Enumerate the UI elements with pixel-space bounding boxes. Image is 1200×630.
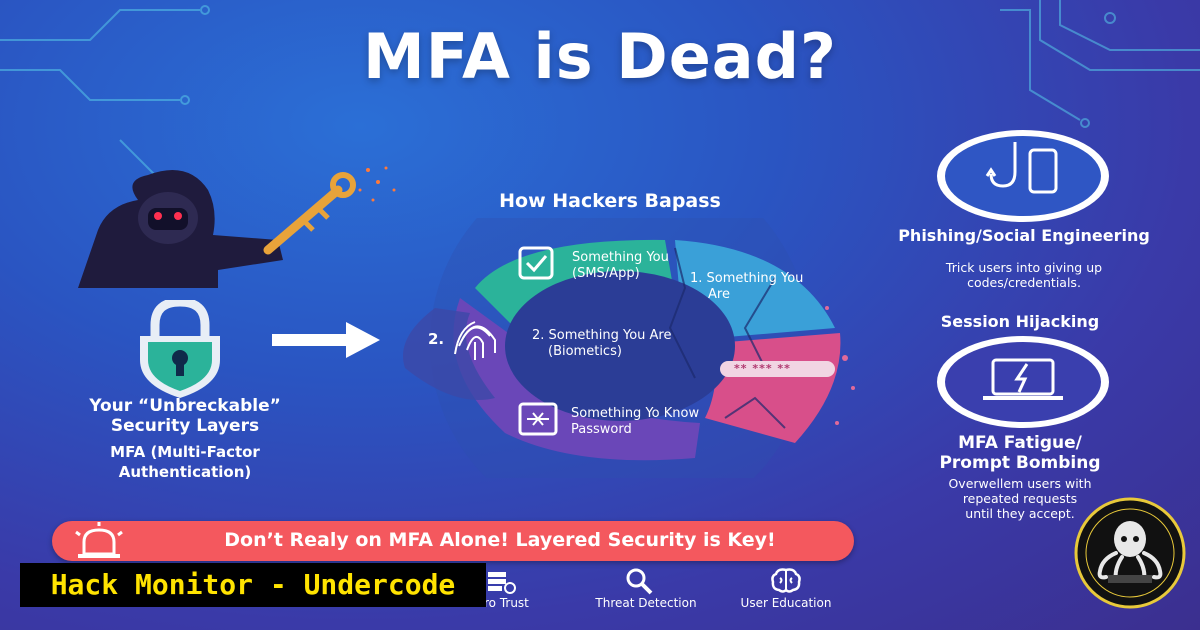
segment-number-left: 2. [428, 330, 445, 348]
warning-banner-text: Don’t Realy on MFA Alone! Layered Securi… [224, 529, 776, 551]
footer-user-education-label: User Education [740, 596, 832, 610]
masked-password: ** *** ** [734, 362, 791, 375]
laptop-bolt-icon [937, 336, 1109, 428]
footer-threat-detection-label: Threat Detection [595, 596, 697, 610]
mfa-fatigue-description: Overwellem users with repeated requests … [900, 476, 1140, 521]
mfa-fatigue-title: MFA Fatigue/ Prompt Bombing [890, 433, 1150, 473]
arrow-right-icon [272, 322, 380, 358]
segment-middle-label: 2. Something You Are (Biometics) [532, 328, 671, 360]
mfa-fatigue-desc-line-2: repeated requests [962, 491, 1078, 506]
segment-bottom-line-1: Something Yo Know [571, 406, 700, 421]
mfa-fatigue-title-line-1: MFA Fatigue/ [958, 433, 1082, 453]
alarm-siren-icon [75, 522, 123, 558]
mfa-fatigue-title-line-2: Prompt Bombing [939, 453, 1101, 473]
left-line-4: Authentication) [118, 463, 252, 481]
center-heading: How Hackers Bapass [499, 190, 721, 212]
mfa-fatigue-desc-line-3: until they accept. [965, 506, 1075, 521]
phishing-description: Trick users into giving up codes/credent… [882, 260, 1166, 290]
pink-segment [705, 333, 841, 443]
left-line-1: Your “Unbreckable” [89, 396, 281, 416]
phishing-hook-icon [937, 130, 1109, 222]
segment-top-line-1: Something You [572, 250, 669, 265]
segment-right-line-1: 1. Something You [690, 271, 804, 286]
segment-middle-line-1: 2. Something You Are [532, 328, 672, 343]
fingerprint-icon [454, 321, 496, 360]
watermark-label: Hack Monitor - Undercode [20, 563, 486, 607]
segment-right-label: 1. Something You Are [690, 271, 803, 303]
left-caption: Your “Unbreckable” Security Layers MFA (… [60, 396, 310, 482]
page-title: MFA is Dead? [363, 20, 837, 93]
warning-banner [52, 521, 854, 561]
mfa-donut-diagram [403, 218, 855, 478]
hooded-hacker-icon [78, 166, 396, 288]
phishing-desc-line-2: codes/credentials. [967, 275, 1081, 290]
segment-middle-line-2: (Biometics) [548, 344, 622, 359]
magnifier-icon [626, 568, 653, 595]
phishing-desc-line-1: Trick users into giving up [945, 260, 1103, 275]
segment-bottom-line-2: Password [571, 422, 632, 437]
segment-right-line-2: Are [708, 287, 730, 302]
mfa-fatigue-desc-line-1: Overwellem users with [948, 476, 1092, 491]
segment-top-label: Something You (SMS/App) [572, 250, 669, 282]
password-icon [518, 402, 558, 436]
segment-top-line-2: (SMS/App) [572, 266, 640, 281]
session-hijacking-title: Session Hijacking [940, 312, 1100, 331]
brain-icon [771, 568, 801, 593]
octopus-logo-icon [1074, 497, 1186, 609]
phone-check-icon [518, 246, 554, 280]
shield-lock-icon [140, 300, 220, 398]
footer-zero-trust-label: ro Trust [484, 596, 529, 610]
phishing-title: Phishing/Social Engineering [898, 226, 1150, 245]
segment-bottom-label: Something Yo Know Password [571, 406, 699, 438]
left-line-3: MFA (Multi-Factor [110, 443, 260, 461]
zero-trust-icon [488, 572, 516, 594]
left-line-2: Security Layers [110, 416, 260, 436]
